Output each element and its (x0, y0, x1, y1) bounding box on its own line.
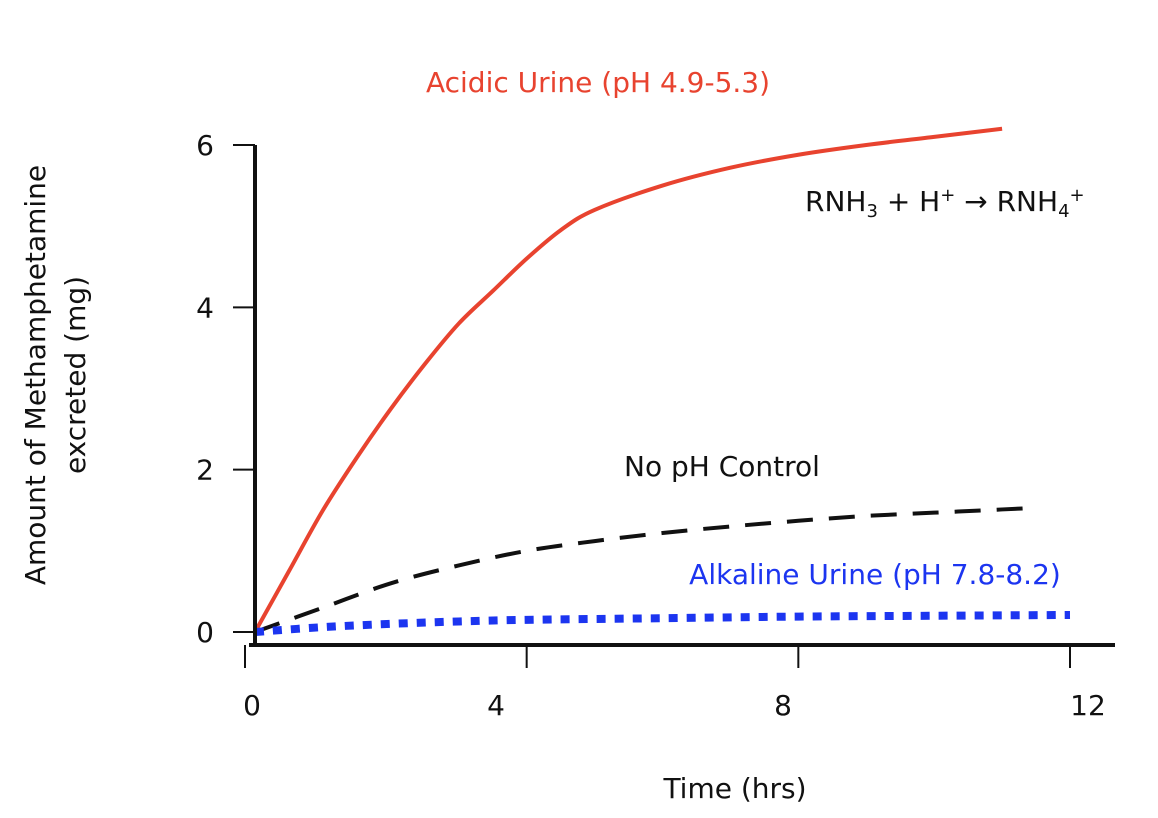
y-tick-label: 6 (196, 129, 214, 162)
x-tick-label: 0 (243, 689, 261, 722)
y-tick-label: 4 (196, 291, 214, 324)
y-tick-label: 2 (196, 454, 214, 487)
x-tick-label: 8 (774, 689, 792, 722)
ticks-group: 0 2 4 6 0 4 8 12 (196, 129, 1106, 722)
reaction-part-4: + (940, 185, 955, 206)
series-label-2: No pH Control (624, 450, 820, 483)
reaction-part-1: RNH (805, 185, 866, 218)
series-line-3 (254, 610, 1071, 636)
x-tick-label: 4 (487, 689, 505, 722)
reaction-part-7: + (1070, 185, 1085, 206)
reaction-part-3: + H (878, 185, 940, 218)
y-axis-title-line-1: Amount of Methamphetamine (19, 165, 52, 585)
x-axis-title: Time (hrs) (662, 772, 806, 805)
x-tick-label: 12 (1070, 689, 1106, 722)
axes-group (249, 145, 1115, 647)
series-group (253, 126, 1071, 636)
reaction-equation: RNH3 + H+ → RNH4+ (805, 185, 1085, 222)
series-line-2 (254, 505, 1037, 634)
reaction-part-5: → RNH (955, 185, 1058, 218)
series-line-1 (253, 126, 1003, 633)
series-label-1: Acidic Urine (pH 4.9-5.3) (426, 66, 770, 99)
y-tick-label: 0 (196, 616, 214, 649)
reaction-part-6: 4 (1058, 201, 1069, 222)
series-labels-group: Acidic Urine (pH 4.9-5.3) No pH ControlAl… (426, 66, 1061, 591)
reaction-part-2: 3 (866, 201, 877, 222)
y-axis-title-line-2: excreted (mg) (59, 276, 92, 474)
series-label-3: Alkaline Urine (pH 7.8-8.2) (689, 558, 1061, 591)
